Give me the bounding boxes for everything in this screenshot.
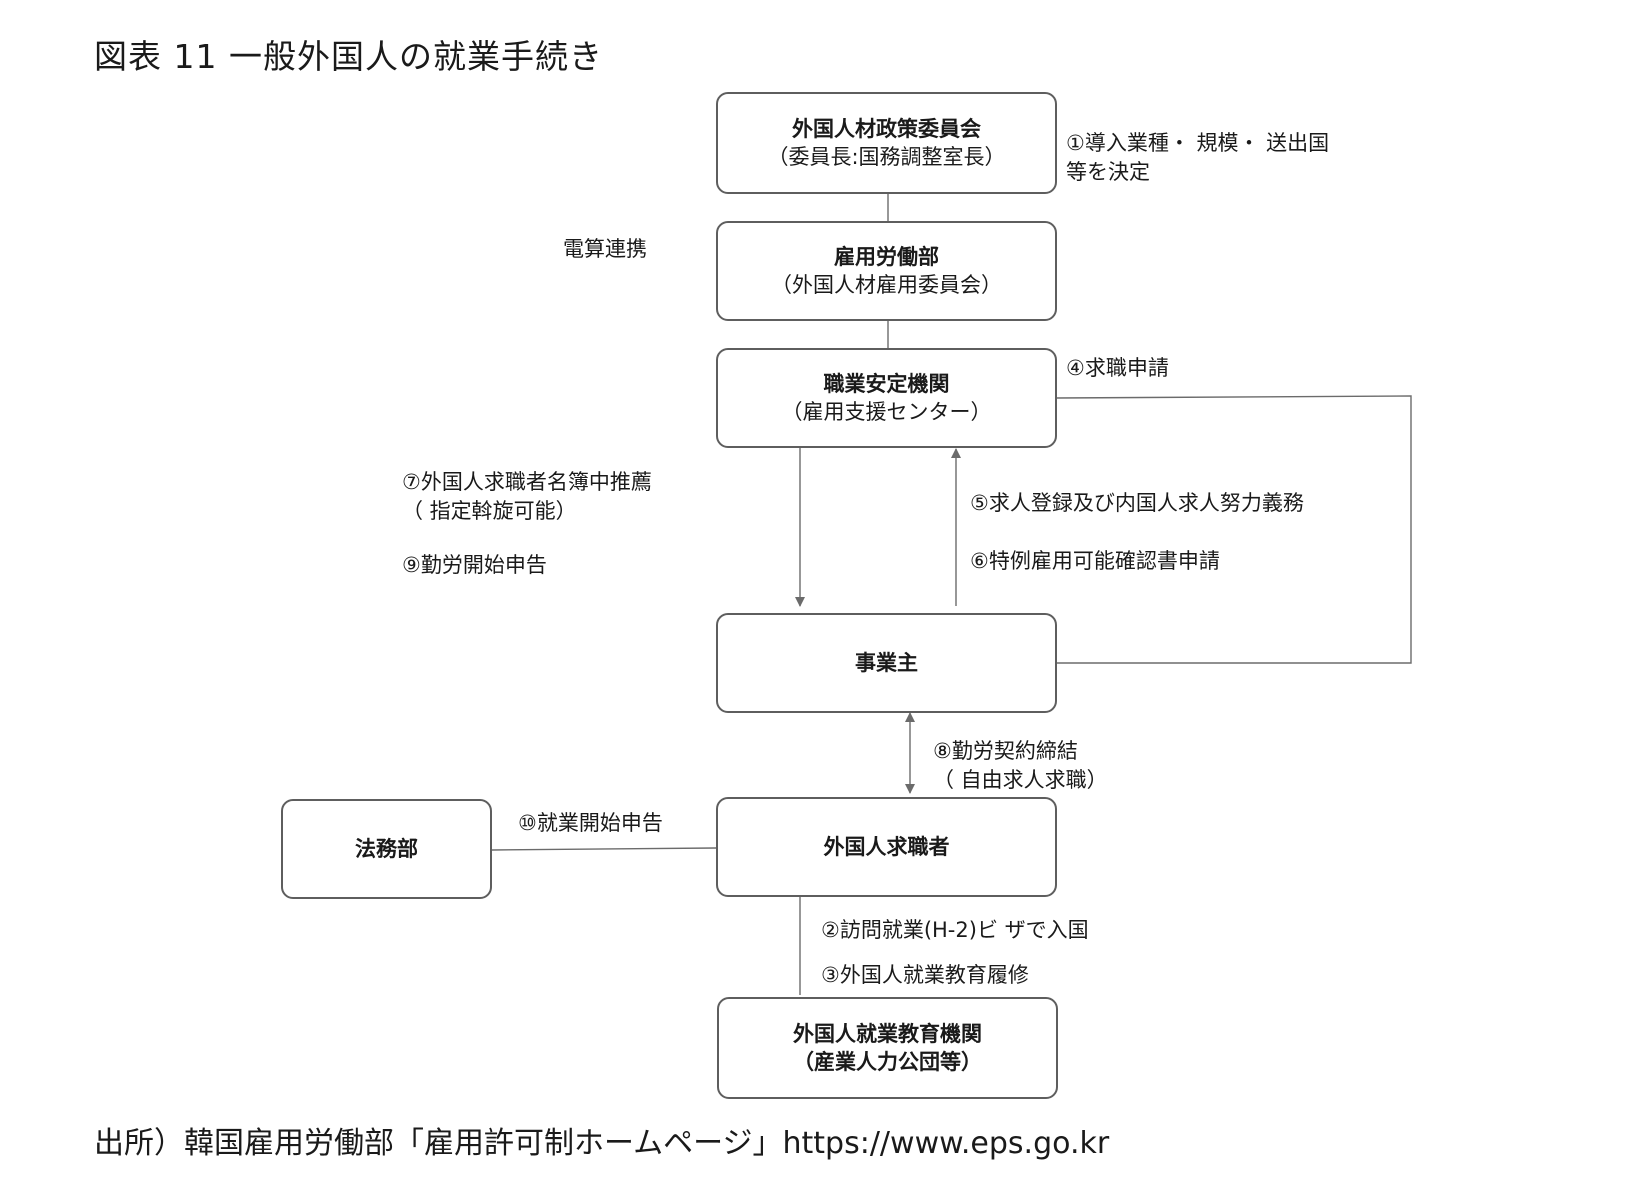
label-step-4: ④求職申請 [1066, 356, 1169, 380]
box-title: 職業安定機関 [823, 372, 950, 396]
box-subtitle: （産業人力公団等） [793, 1050, 982, 1074]
box-title: 外国人求職者 [823, 835, 950, 859]
box-foreign-employment-education-institute: 外国人就業教育機関 （産業人力公団等） [717, 997, 1058, 1099]
label-step-7-line2: （ 指定斡旋可能） [402, 499, 577, 523]
box-title: 外国人材政策委員会 [792, 117, 981, 141]
label-step-1-line1: ①導入業種・ 規模・ 送出国 [1066, 131, 1330, 155]
label-step-9: ⑨勤労開始申告 [402, 553, 547, 577]
box-subtitle: （雇用支援センター） [781, 400, 992, 424]
label-step-6: ⑥特例雇用可能確認書申請 [970, 549, 1220, 573]
box-title: 雇用労働部 [834, 245, 939, 269]
label-step-7-line1: ⑦外国人求職者名簿中推薦 [402, 470, 652, 494]
connector-job-application-loop [1055, 395, 1412, 664]
box-foreign-workforce-policy-committee: 外国人材政策委員会 （委員長:国務調整室長） [716, 92, 1057, 194]
label-step-8-line1: ⑧勤労契約締結 [933, 739, 1078, 763]
label-step-8: ⑧勤労契約締結 （ 自由求人求職） [933, 737, 1108, 795]
label-step-10: ⑩就業開始申告 [518, 811, 663, 835]
box-employer: 事業主 [716, 613, 1057, 713]
box-foreign-jobseeker: 外国人求職者 [716, 797, 1057, 897]
source-footer: 出所）韓国雇用労働部「雇用許可制ホームページ」https://www.eps.g… [94, 1126, 1110, 1161]
box-employment-security-agency: 職業安定機関 （雇用支援センター） [716, 348, 1057, 448]
box-ministry-of-employment-and-labor: 雇用労働部 （外国人材雇用委員会） [716, 221, 1057, 321]
label-computer-link: 電算連携 [563, 237, 647, 261]
box-subtitle: （外国人材雇用委員会） [771, 273, 1002, 297]
figure-title: 図表 11 一般外国人の就業手続き [94, 37, 603, 76]
box-subtitle: （委員長:国務調整室長） [767, 145, 1006, 169]
label-step-3: ③外国人就業教育履修 [821, 963, 1029, 987]
box-title: 法務部 [355, 837, 418, 861]
label-step-2: ②訪問就業(H-2)ビ ザで入国 [821, 918, 1089, 942]
label-step-5: ⑤求人登録及び内国人求人努力義務 [970, 491, 1304, 515]
box-ministry-of-justice: 法務部 [281, 799, 492, 899]
box-title: 事業主 [855, 651, 918, 675]
box-title: 外国人就業教育機関 [793, 1022, 982, 1046]
label-step-1: ①導入業種・ 規模・ 送出国 等を決定 [1066, 129, 1329, 187]
label-step-8-line2: （ 自由求人求職） [933, 768, 1108, 792]
label-step-1-line2: 等を決定 [1066, 160, 1150, 184]
connector-justice-jobseeker [491, 847, 717, 851]
label-step-7: ⑦外国人求職者名簿中推薦 （ 指定斡旋可能） [402, 468, 652, 526]
